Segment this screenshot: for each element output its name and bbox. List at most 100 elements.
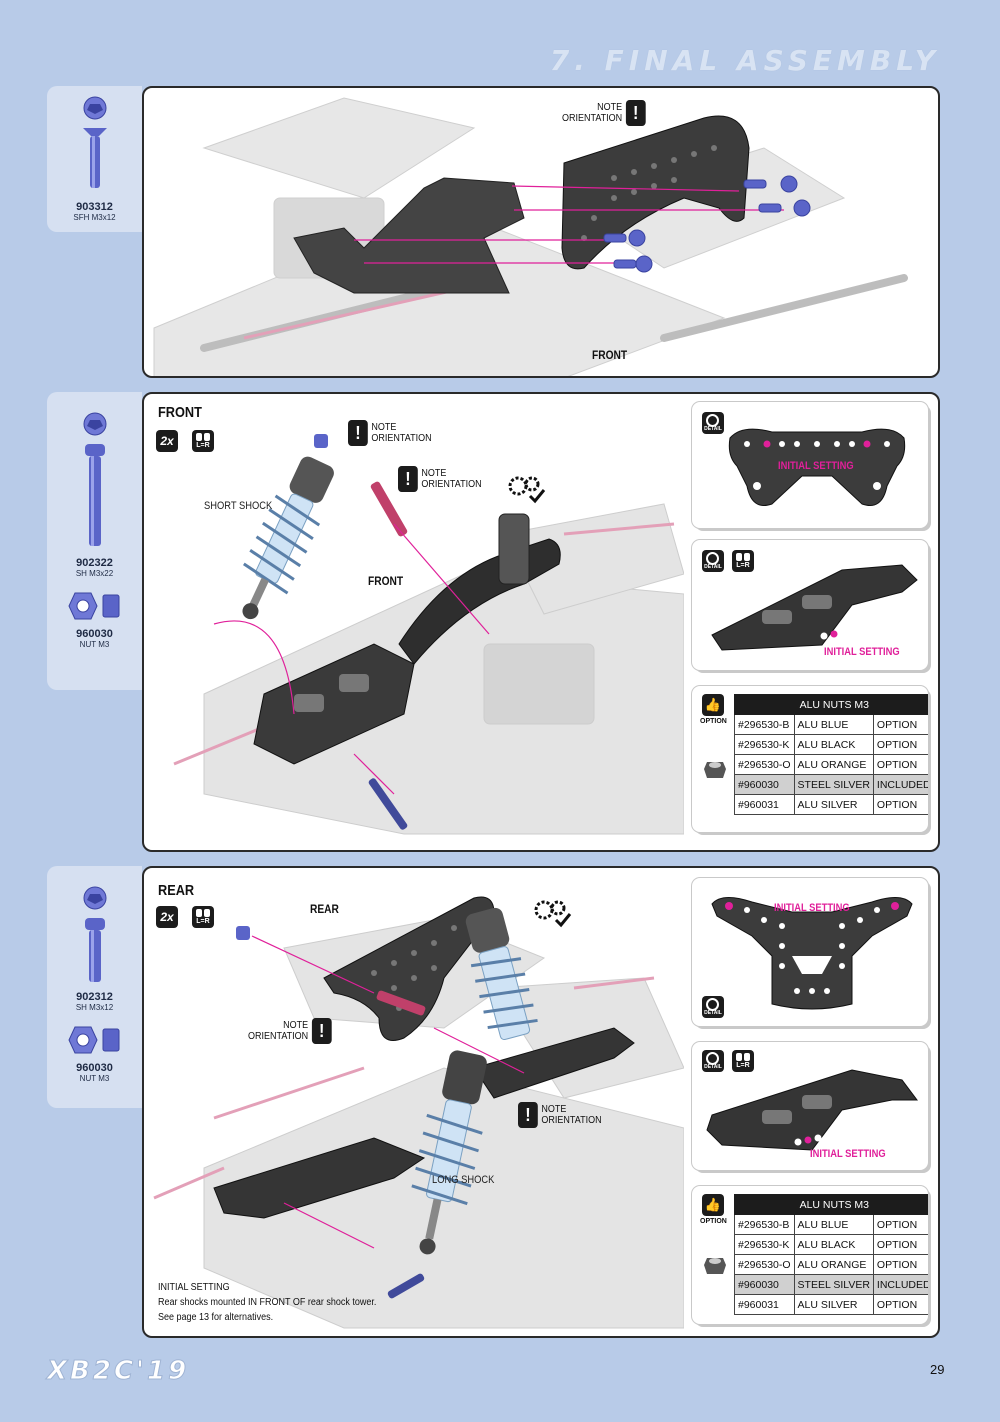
part-960030: 960030 NUT M3 <box>47 589 142 650</box>
page-number: 29 <box>930 1362 945 1377</box>
part-code: 902312 <box>76 991 113 1003</box>
nut-icon <box>67 1026 119 1054</box>
countersunk-screw-icon <box>82 96 107 188</box>
option-table-header: ALU NUTS M3 <box>734 1194 928 1215</box>
alu-nut-icon <box>704 762 726 778</box>
initial-setting-label: INITIAL SETTING <box>824 646 900 658</box>
initial-setting-line2: Rear shocks mounted IN FRONT OF rear sho… <box>158 1297 377 1308</box>
left-equals-right-icon: L=R <box>732 550 754 572</box>
note-line1: NOTE <box>283 1020 309 1031</box>
part-code: 960030 <box>76 1062 113 1074</box>
note-line2: ORIENTATION <box>541 1115 602 1126</box>
note-orientation-1: NOTE ORIENTATION ! <box>248 1018 332 1044</box>
magnifier-detail-icon: DETAIL <box>702 996 724 1018</box>
direction-label-front: FRONT <box>368 574 404 588</box>
note-orientation-2: ! NOTE ORIENTATION <box>518 1102 602 1128</box>
step2-panel: FRONT 2x L=R ! NOTE ORIENTATION ! NOTE O… <box>142 392 940 852</box>
initial-setting-note: INITIAL SETTING Rear shocks mounted IN F… <box>158 1280 376 1325</box>
page-title: 7. FINAL ASSEMBLY <box>549 44 940 77</box>
note-line1: NOTE <box>541 1104 567 1115</box>
initial-setting-label: INITIAL SETTING <box>778 460 854 472</box>
section-label-front: FRONT <box>158 404 202 421</box>
quantity-badge: 2x <box>156 906 178 928</box>
exclamation-icon: ! <box>398 466 418 492</box>
part-desc: SH M3x12 <box>75 1003 114 1012</box>
parts-bag-step1: 903312 SFH M3x12 <box>47 86 142 232</box>
note-line2: ORIENTATION <box>371 433 432 444</box>
part-desc: NUT M3 <box>79 1074 110 1083</box>
settings-check-icon <box>534 900 572 928</box>
note-orientation-step1: NOTE ORIENTATION ! <box>562 100 646 126</box>
note-orientation-2: ! NOTE ORIENTATION <box>398 466 482 492</box>
initial-setting-label: INITIAL SETTING <box>810 1148 886 1160</box>
parts-bag-step2: 902322 SH M3x22 960030 NUT M3 <box>47 392 142 690</box>
socket-head-screw-icon <box>83 886 106 982</box>
note-line2: ORIENTATION <box>421 479 482 490</box>
note-line2: ORIENTATION <box>562 113 623 124</box>
option-thumbs-up-icon: 👍 OPTION <box>700 694 727 725</box>
part-code: 902322 <box>76 557 113 569</box>
parts-bag-step3: 902312 SH M3x12 960030 NUT M3 <box>47 866 142 1108</box>
section-label-rear: REAR <box>158 882 195 899</box>
initial-setting-label: INITIAL SETTING <box>774 902 850 914</box>
magnifier-detail-icon: DETAIL <box>702 412 724 434</box>
exclamation-icon: ! <box>625 100 646 126</box>
step3-panel: REAR 2x L=R REAR NOTE ORIENTATION ! ! NO… <box>142 866 940 1338</box>
note-orientation-1: ! NOTE ORIENTATION <box>348 420 432 446</box>
part-902312: 902312 SH M3x12 <box>47 876 142 1013</box>
detail-shock-tower-front: DETAIL INITIAL SETTING <box>692 402 928 528</box>
long-shock-label: LONG SHOCK <box>432 1174 495 1186</box>
alu-nut-icon <box>704 1258 726 1274</box>
magnifier-detail-icon: DETAIL <box>702 1050 724 1072</box>
part-code: 903312 <box>76 201 113 213</box>
detail-arm-front: DETAIL L=R INITIAL SETTING <box>692 540 928 670</box>
step1-illustration <box>153 97 908 376</box>
part-903312: 903312 SFH M3x12 <box>47 96 142 223</box>
detail-arm-rear: DETAIL L=R INITIAL SETTING <box>692 1042 928 1170</box>
step2-illustration <box>173 434 684 835</box>
option-table-header: ALU NUTS M3 <box>734 694 928 715</box>
part-code: 960030 <box>76 628 113 640</box>
step1-panel: NOTE ORIENTATION ! FRONT <box>142 86 940 378</box>
option-label: OPTION <box>700 1218 727 1225</box>
part-desc: SFH M3x12 <box>73 213 116 222</box>
exclamation-icon: ! <box>518 1102 538 1128</box>
left-equals-right-icon: L=R <box>192 906 214 928</box>
note-line1: NOTE <box>371 422 397 433</box>
product-logo: XB2C'19 <box>46 1356 190 1387</box>
rear-shock-tower-drawing <box>711 897 913 1010</box>
quantity-badge: 2x <box>156 430 178 452</box>
part-desc: NUT M3 <box>79 640 110 649</box>
initial-setting-line3: See page 13 for alternatives. <box>158 1312 274 1323</box>
socket-head-screw-icon <box>83 412 106 546</box>
part-desc: SH M3x22 <box>75 569 114 578</box>
note-line2: ORIENTATION <box>248 1031 309 1042</box>
exclamation-icon: ! <box>311 1018 332 1044</box>
magnifier-detail-icon: DETAIL <box>702 550 724 572</box>
option-label: OPTION <box>700 718 727 725</box>
option-thumbs-up-icon: 👍 OPTION <box>700 1194 727 1225</box>
initial-setting-title: INITIAL SETTING <box>158 1282 230 1293</box>
direction-label-rear: REAR <box>310 902 339 916</box>
direction-label-front: FRONT <box>592 348 628 362</box>
rear-arm-drawing <box>706 1069 918 1151</box>
exclamation-icon: ! <box>348 420 368 446</box>
part-902322: 902322 SH M3x22 <box>47 402 142 579</box>
left-equals-right-icon: L=R <box>732 1050 754 1072</box>
part-960030: 960030 NUT M3 <box>47 1023 142 1084</box>
short-shock-label: SHORT SHOCK <box>204 500 273 512</box>
settings-check-icon <box>508 476 546 504</box>
